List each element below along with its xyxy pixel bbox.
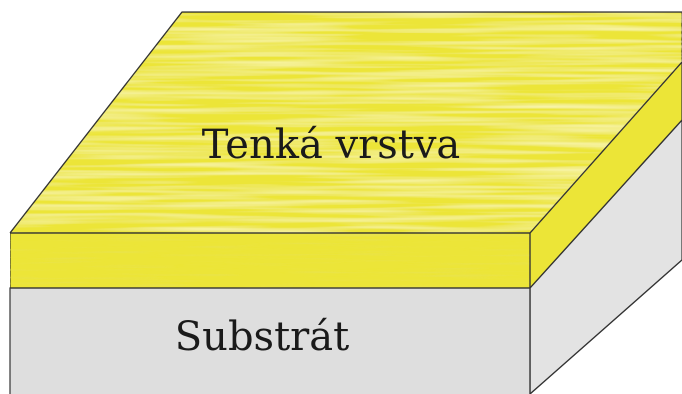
thin-film-base-side-edge [529,119,682,289]
substrate-bottom-side-edge [529,259,682,394]
thin-film-top-right-edge [529,61,682,234]
thin-film-label: Tenká vrstva [202,122,461,168]
thin-film-top-outline [9,11,682,234]
thin-film-front-face [9,232,531,289]
substrate-label: Substrát [175,314,349,360]
substrate-front-face [9,287,531,394]
